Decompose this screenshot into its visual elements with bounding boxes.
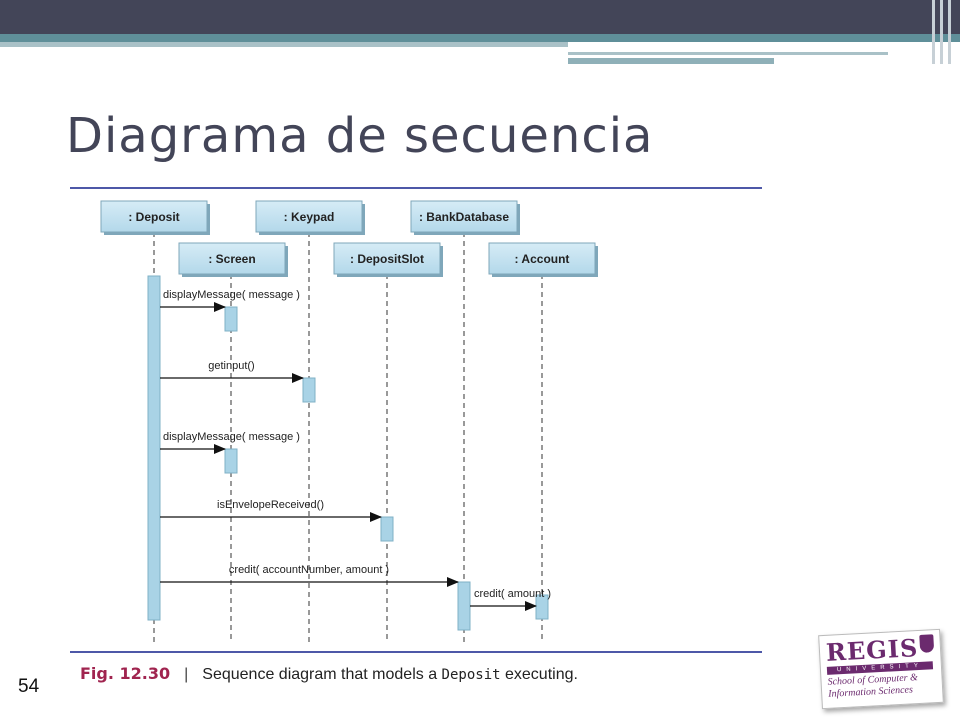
message-label: displayMessage( message ) <box>163 431 300 443</box>
activation-bar-depositslot <box>380 516 394 542</box>
object-box-deposit <box>100 200 208 233</box>
activation-bar-screen <box>224 306 238 332</box>
banner-corner-bar <box>948 0 951 64</box>
caption-separator: | <box>184 666 189 683</box>
activation-bar-screen <box>224 448 238 474</box>
object-label-screen: : Screen <box>208 252 255 266</box>
banner-stripe-light <box>0 42 568 47</box>
object-box-account <box>488 242 596 275</box>
slide-title: Diagrama de secuencia <box>66 108 654 164</box>
message-label: isEnvelopeReceived() <box>217 499 324 511</box>
slide-number: 54 <box>18 676 40 697</box>
banner-line <box>568 52 888 55</box>
object-label-depositslot: : DepositSlot <box>350 252 424 266</box>
caption-text: Sequence diagram that models a <box>202 666 442 683</box>
banner-corner-bar <box>932 0 935 64</box>
message-label: getinput() <box>208 360 254 372</box>
banner-line-short <box>568 58 774 64</box>
banner-stripe <box>0 34 960 42</box>
object-box-depositslot <box>333 242 441 275</box>
message-label: credit( amount ) <box>474 588 551 600</box>
logo-school: School of Computer &Information Sciences <box>827 672 918 701</box>
top-banner <box>0 0 960 34</box>
caption-text-end: executing. <box>500 666 578 683</box>
figure-top-rule <box>70 187 762 189</box>
activation-bar-bankdatabase <box>457 581 471 631</box>
crest-icon <box>919 634 935 653</box>
object-label-account: : Account <box>515 252 570 266</box>
banner-corner-bar <box>940 0 943 64</box>
object-label-bankdatabase: : BankDatabase <box>419 210 509 224</box>
regis-university-logo: REGIS UNIVERSITY School of Computer &Inf… <box>818 628 944 710</box>
message-label: displayMessage( message ) <box>163 289 300 301</box>
banner-gap <box>568 42 960 52</box>
object-label-deposit: : Deposit <box>128 210 179 224</box>
object-label-keypad: : Keypad <box>284 210 335 224</box>
figure-bottom-rule <box>70 651 762 653</box>
caption-code: Deposit <box>441 667 501 683</box>
figure-caption: Fig. 12.30 | Sequence diagram that models … <box>80 664 578 684</box>
message-label: credit( accountNumber, amount ) <box>229 564 389 576</box>
activation-bar-deposit <box>147 275 161 621</box>
object-box-keypad <box>255 200 363 233</box>
activation-bar-keypad <box>302 377 316 403</box>
figure-number: Fig. 12.30 <box>80 664 171 683</box>
object-box-screen <box>178 242 286 275</box>
object-box-bankdatabase <box>410 200 518 233</box>
